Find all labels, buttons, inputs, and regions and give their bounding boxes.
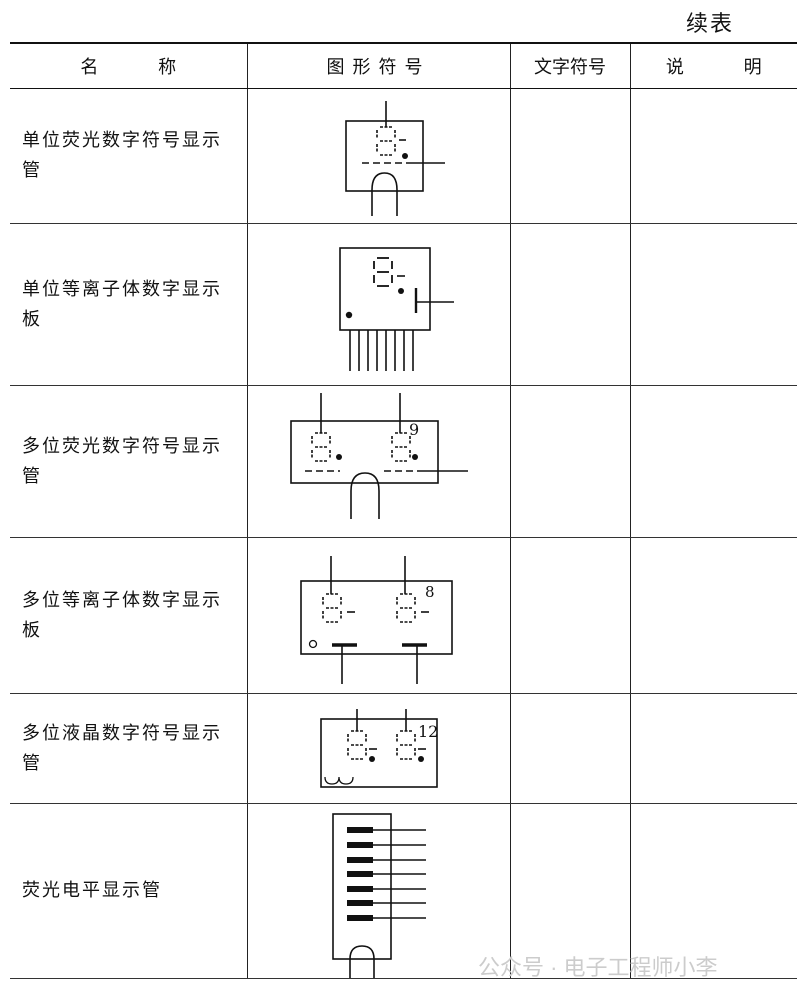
header-name: 名 称 <box>10 42 247 89</box>
multi-digit-liquid-crystal-display-tube-symbol: 12 <box>319 708 438 788</box>
digit-count-label: 9 <box>409 420 419 439</box>
letter-symbol-cell <box>509 385 630 538</box>
table-row: 多位荧光数字符号显示管 9 <box>10 385 797 538</box>
table-row: 单位荧光数字符号显示管 <box>10 88 797 224</box>
table-row: 多位等离子体数字显示板 8 <box>10 537 797 694</box>
graphic-symbol-cell: 12 <box>246 693 510 804</box>
component-name: 单位等离子体数字显示板 <box>10 223 247 386</box>
component-name: 荧光电平显示管 <box>10 803 247 979</box>
graphic-symbol-cell: 9 <box>246 385 510 538</box>
letter-symbol-cell <box>509 693 630 804</box>
multi-digit-fluorescent-display-tube-symbol: 9 <box>289 392 468 519</box>
digit-count-label: 12 <box>418 722 438 741</box>
single-digit-fluorescent-display-tube-symbol <box>344 101 445 216</box>
fluorescent-level-display-tube-symbol <box>331 813 426 978</box>
header-description: 说 明 <box>629 42 797 89</box>
single-digit-plasma-display-panel-symbol <box>338 246 454 371</box>
description-cell <box>629 223 797 386</box>
multi-digit-plasma-display-panel-symbol: 8 <box>299 555 453 684</box>
component-name: 多位液晶数字符号显示管 <box>10 693 247 804</box>
graphic-symbol-cell: 8 <box>246 537 510 694</box>
component-name: 单位荧光数字符号显示管 <box>10 88 247 224</box>
description-cell <box>629 537 797 694</box>
letter-symbol-cell <box>509 803 630 979</box>
table-row: 单位等离子体数字显示板 <box>10 223 797 386</box>
letter-symbol-cell <box>509 537 630 694</box>
description-cell <box>629 693 797 804</box>
watermark: 公众号 · 电子工程师小李 <box>478 955 718 980</box>
continued-table-label: 续表 <box>686 12 735 37</box>
graphic-symbol-cell <box>246 223 510 386</box>
component-name: 多位等离子体数字显示板 <box>10 537 247 694</box>
component-name: 多位荧光数字符号显示管 <box>10 385 247 538</box>
graphic-symbol-table: 名 称 图形符号 文字符号 说 明 单位荧光数字符号显示管 <box>10 42 797 979</box>
letter-symbol-cell <box>509 223 630 386</box>
header-letter-symbol: 文字符号 <box>509 42 630 89</box>
graphic-symbol-cell <box>246 803 510 979</box>
letter-symbol-cell <box>509 88 630 224</box>
table-header-row: 名 称 图形符号 文字符号 说 明 <box>10 42 797 89</box>
graphic-symbol-cell <box>246 88 510 224</box>
description-cell <box>629 88 797 224</box>
header-graphic-symbol: 图形符号 <box>246 42 510 89</box>
description-cell <box>629 385 797 538</box>
digit-count-label: 8 <box>425 583 435 601</box>
table-row: 多位液晶数字符号显示管 12 <box>10 693 797 804</box>
